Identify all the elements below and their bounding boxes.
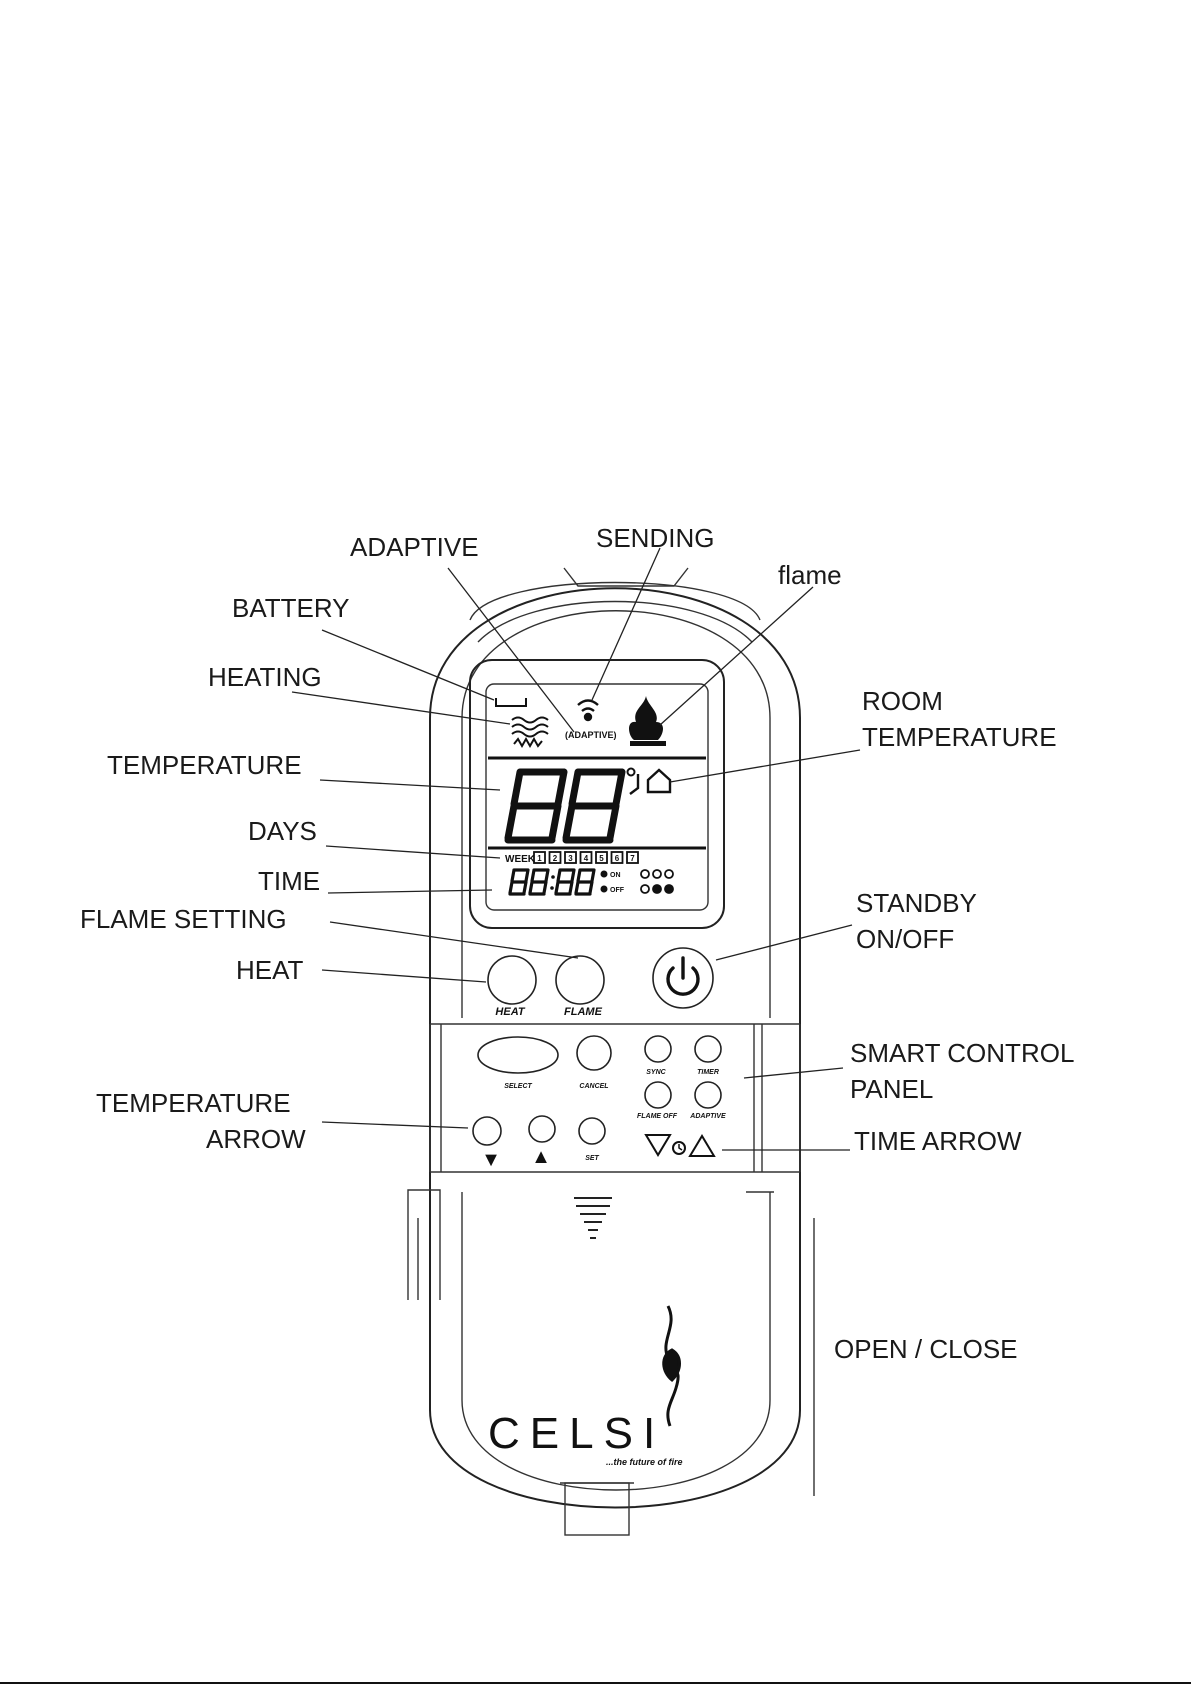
- lcd-adaptive-tag: (ADAPTIVE): [565, 730, 617, 740]
- day-box-label: 7: [630, 854, 635, 863]
- day-box: [548, 851, 562, 864]
- day-box-label: 4: [584, 854, 589, 863]
- day-box: [610, 851, 624, 864]
- day-box-label: 6: [615, 854, 620, 863]
- day-box: [564, 851, 577, 864]
- label-standby-2: ON/OFF: [856, 924, 954, 954]
- label-smart-control-1: SMART CONTROL: [850, 1038, 1074, 1068]
- label-days: DAYS: [248, 816, 317, 846]
- label-smart-control-2: PANEL: [850, 1074, 933, 1104]
- label-flame: flame: [778, 560, 842, 590]
- day-boxes: 1 2 3 4 5 6 7: [533, 851, 639, 864]
- svg-text:TIMER: TIMER: [697, 1069, 719, 1076]
- days-row: WEEK 1 2 3 4 5 6 7: [505, 851, 639, 865]
- svg-text:CANCEL: CANCEL: [579, 1083, 608, 1090]
- svg-text:SET: SET: [585, 1155, 599, 1162]
- power-icon: [666, 956, 700, 996]
- day-box-label: 5: [599, 854, 604, 863]
- label-room-temperature-2: TEMPERATURE: [862, 722, 1057, 752]
- label-room-temperature-1: ROOM: [862, 686, 943, 716]
- svg-text:OFF: OFF: [610, 887, 625, 894]
- cancel-button[interactable]: CANCEL: [576, 1035, 612, 1090]
- label-heat: HEAT: [236, 955, 304, 985]
- label-open-close: OPEN / CLOSE: [834, 1334, 1018, 1364]
- time-down-button[interactable]: [644, 1134, 672, 1157]
- day-box: [626, 851, 639, 864]
- select-button[interactable]: SELECT: [477, 1036, 559, 1090]
- svg-text:ON: ON: [610, 872, 621, 879]
- label-battery: BATTERY: [232, 593, 350, 623]
- smart-control-panel: [429, 1023, 801, 1173]
- label-time-arrow: TIME ARROW: [854, 1126, 1022, 1156]
- day-box-label: 2: [553, 854, 558, 863]
- brand-tagline: ...the future of fire: [606, 1457, 683, 1467]
- heating-waves-icon: [511, 716, 549, 749]
- label-standby-1: STANDBY: [856, 888, 977, 918]
- day-box-label: 3: [568, 854, 573, 863]
- day-box: [533, 851, 546, 864]
- label-temperature-arrow-1: TEMPERATURE: [96, 1088, 291, 1118]
- callout-lines: [291, 547, 861, 1496]
- clock-icon: [672, 1141, 686, 1155]
- program-dots: [640, 869, 674, 894]
- day-box: [595, 851, 608, 864]
- temperature-digits: [504, 768, 626, 844]
- svg-text:FLAME: FLAME: [564, 1006, 603, 1018]
- celsi-flame-logo-icon: [662, 1305, 681, 1427]
- heat-button[interactable]: HEAT: [487, 955, 537, 1018]
- flame-off-button[interactable]: FLAME OFF: [637, 1081, 678, 1120]
- time-digits: [508, 868, 596, 896]
- sending-icon: [577, 699, 599, 722]
- standby-button[interactable]: [652, 947, 714, 1009]
- down-arrow-icon: ▼: [481, 1149, 501, 1171]
- sync-button[interactable]: SYNC: [644, 1035, 672, 1076]
- label-temperature: TEMPERATURE: [107, 750, 302, 780]
- day-box-label: 1: [537, 854, 542, 863]
- svg-text:SYNC: SYNC: [646, 1069, 666, 1076]
- svg-text:HEAT: HEAT: [495, 1006, 525, 1018]
- lcd-screen: (ADAPTIVE) WEEK 1 2 3 4 5 6 7: [469, 659, 725, 929]
- battery-icon: [495, 698, 527, 707]
- day-box: [579, 851, 593, 864]
- label-sending: SENDING: [596, 523, 714, 553]
- temperature-down-button[interactable]: ▼: [472, 1116, 502, 1171]
- set-button[interactable]: SET: [578, 1117, 606, 1162]
- room-temperature-icon: [626, 767, 672, 795]
- brand-logo: CELSI: [488, 1409, 665, 1458]
- slide-grip-icon: [574, 1197, 612, 1239]
- label-flame-setting: FLAME SETTING: [80, 904, 287, 934]
- remote-body: [429, 567, 801, 1536]
- svg-text:FLAME OFF: FLAME OFF: [637, 1113, 678, 1120]
- week-label: WEEK: [505, 854, 536, 865]
- label-temperature-arrow-2: ARROW: [206, 1124, 306, 1154]
- label-time: TIME: [258, 866, 320, 896]
- callout-labels: ADAPTIVE SENDING flame BATTERY HEATING R…: [80, 523, 1074, 1364]
- up-arrow-icon: ▲: [531, 1146, 551, 1168]
- battery-cover: CELSI ...the future of fire: [407, 1189, 774, 1467]
- timer-button[interactable]: TIMER: [694, 1035, 722, 1076]
- on-off-indicator: ON OFF: [600, 870, 625, 894]
- svg-text:ADAPTIVE: ADAPTIVE: [689, 1113, 726, 1120]
- svg-text:SELECT: SELECT: [504, 1083, 532, 1090]
- time-up-button[interactable]: [688, 1134, 716, 1157]
- label-adaptive: ADAPTIVE: [350, 532, 479, 562]
- temperature-up-button[interactable]: ▲: [528, 1115, 556, 1168]
- adaptive-button[interactable]: ADAPTIVE: [689, 1081, 726, 1120]
- label-heating: HEATING: [208, 662, 322, 692]
- flame-icon: [629, 696, 666, 746]
- flame-button[interactable]: FLAME: [555, 955, 605, 1018]
